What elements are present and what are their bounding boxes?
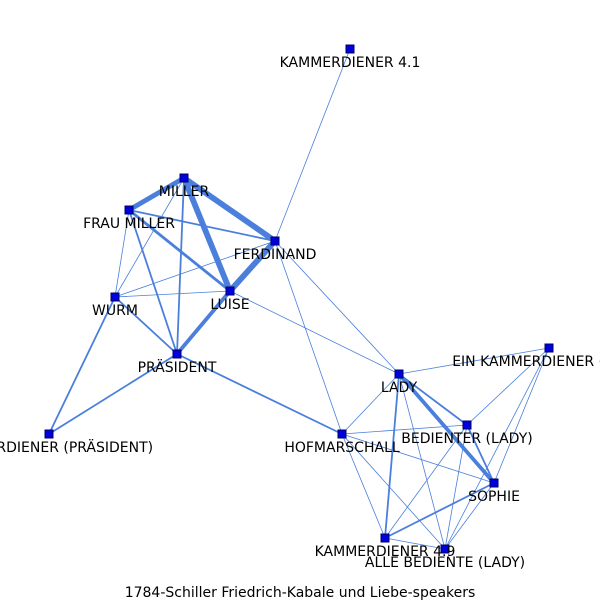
node-lady[interactable] xyxy=(394,369,404,379)
node-miller[interactable] xyxy=(179,173,189,183)
edge-ferdinand-kammerdiener41 xyxy=(274,48,351,242)
node-kammerdiener49[interactable] xyxy=(380,533,390,543)
node-label-kammerdiener41: KAMMERDIENER 4.1 xyxy=(280,55,421,71)
node-ferdinand[interactable] xyxy=(270,236,280,246)
edge-luise-lady xyxy=(229,290,400,375)
edge-lady-allebediente xyxy=(398,373,446,550)
node-label-bedienter: BEDIENTER (LADY) xyxy=(401,431,532,447)
edge-sophie-einkammerdiener xyxy=(493,347,550,484)
node-label-ferdinand: FERDINAND xyxy=(234,247,317,263)
edge-hofmarschall-sophie xyxy=(341,433,495,484)
edge-fraumiller-ferdinand xyxy=(128,209,276,242)
edge-ferdinand-wurm xyxy=(114,240,276,298)
edge-wurm-kammerdienerpraes xyxy=(48,296,116,435)
node-fraumiller[interactable] xyxy=(124,205,134,215)
graph-caption: 1784-Schiller Friedrich-Kabale und Liebe… xyxy=(125,585,476,600)
node-label-lady: LADY xyxy=(381,380,418,396)
edge-wurm-praesident xyxy=(114,296,178,355)
node-label-kammerdienerpraes: KAMMERDIENER (PRÄSIDENT) xyxy=(0,438,153,456)
node-luise[interactable] xyxy=(225,286,235,296)
node-label-sophie: SOPHIE xyxy=(468,489,520,505)
edge-bedienter-hofmarschall xyxy=(341,424,468,435)
edge-praesident-kammerdienerpraes xyxy=(48,353,178,435)
edge-miller-wurm xyxy=(114,177,185,298)
node-allebediente[interactable] xyxy=(440,544,450,554)
edge-einkammerdiener-allebediente xyxy=(444,347,550,550)
node-sophie[interactable] xyxy=(489,478,499,488)
node-label-wurm: WURM xyxy=(92,303,138,319)
edge-lady-einkammerdiener xyxy=(398,347,550,375)
edge-sophie-kammerdiener49 xyxy=(384,482,495,539)
node-label-miller: MILLER xyxy=(159,184,210,200)
edge-luise-praesident xyxy=(175,289,232,356)
edge-ferdinand-hofmarschall xyxy=(274,240,343,435)
edge-miller-ferdinand xyxy=(181,175,278,244)
edge-miller-fraumiller xyxy=(126,175,187,213)
edge-hofmarschall-allebediente xyxy=(341,433,446,550)
edge-praesident-hofmarschall xyxy=(176,353,343,435)
node-label-einkammerdiener: EIN KAMMERDIENER (LADY) xyxy=(452,354,600,370)
node-label-kammerdiener49: KAMMERDIENER 4.9 xyxy=(315,544,456,560)
edge-lady-sophie xyxy=(397,372,496,485)
edge-lady-hofmarschall xyxy=(341,373,400,435)
edge-lady-bedienter xyxy=(398,373,468,426)
node-einkammerdiener[interactable] xyxy=(544,343,554,353)
edge-fraumiller-luise xyxy=(127,208,232,293)
edge-hofmarschall-kammerdiener49 xyxy=(341,433,386,539)
node-wurm[interactable] xyxy=(110,292,120,302)
node-label-praesident: PRÄSIDENT xyxy=(138,358,217,376)
node-bedienter[interactable] xyxy=(462,420,472,430)
node-kammerdienerpraes[interactable] xyxy=(44,429,54,439)
node-label-luise: LUISE xyxy=(210,297,249,313)
edge-ferdinand-lady xyxy=(274,240,400,375)
edge-wurm-luise xyxy=(114,290,231,298)
edge-bedienter-kammerdiener49 xyxy=(384,424,468,539)
node-hofmarschall[interactable] xyxy=(337,429,347,439)
node-kammerdiener41[interactable] xyxy=(345,44,355,54)
edge-miller-praesident xyxy=(176,177,185,355)
edges-layer xyxy=(48,48,550,550)
edge-miller-luise xyxy=(181,175,233,294)
edge-fraumiller-praesident xyxy=(128,209,178,355)
edge-bedienter-sophie xyxy=(466,424,495,484)
node-praesident[interactable] xyxy=(172,349,182,359)
node-label-allebediente: ALLE BEDIENTE (LADY) xyxy=(365,555,525,571)
edge-lady-kammerdiener49 xyxy=(384,373,400,539)
edge-bedienter-allebediente xyxy=(444,424,468,550)
node-label-fraumiller: FRAU MILLER xyxy=(83,216,175,232)
edge-fraumiller-wurm xyxy=(114,209,130,298)
nodes-layer xyxy=(44,44,554,554)
edge-sophie-allebediente xyxy=(444,482,495,550)
edge-bedienter-einkammerdiener xyxy=(466,347,550,426)
edge-kammerdiener49-allebediente xyxy=(384,537,446,550)
node-label-hofmarschall: HOFMARSCHALL xyxy=(284,440,400,456)
